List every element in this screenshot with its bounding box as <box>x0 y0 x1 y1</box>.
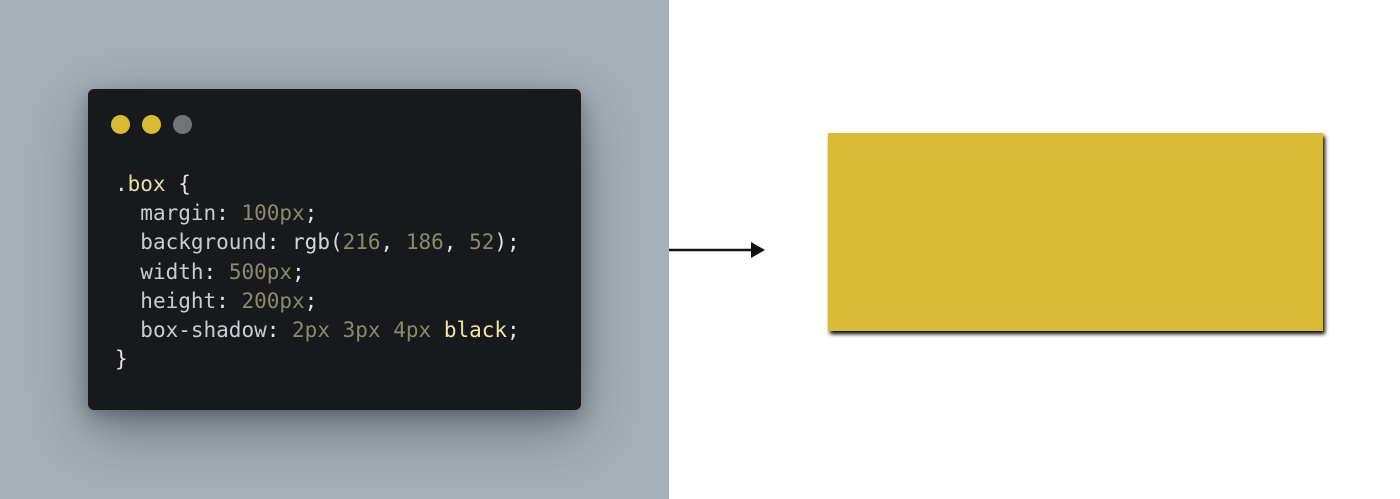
window-dot-yellow-1 <box>111 115 130 134</box>
code-value-width: 500px <box>228 259 293 284</box>
code-semicolon: ; <box>292 259 305 284</box>
code-prop-height: height <box>140 288 217 313</box>
code-fn-rgb: rgb( <box>292 230 343 255</box>
code-semicolon: ; <box>304 288 318 313</box>
window-dot-grey <box>173 115 192 134</box>
code-prop-box-shadow: box-shadow <box>140 318 267 343</box>
code-open-brace: { <box>178 172 191 196</box>
window-dot-yellow-2 <box>142 115 161 134</box>
code-colon: : <box>216 288 242 313</box>
code-shadow-blur: 4px <box>393 318 432 343</box>
code-value-margin: 100px <box>241 201 305 226</box>
code-colon: : <box>216 201 242 226</box>
code-prop-background: background <box>140 230 267 255</box>
code-prop-margin: margin <box>140 201 217 226</box>
code-semicolon: ; <box>507 318 520 343</box>
code-semicolon: ; <box>304 201 318 226</box>
code-rgb-b: 52 <box>469 230 495 255</box>
code-colon: : <box>266 318 293 343</box>
code-value-height: 200px <box>241 288 305 313</box>
right-arrow-icon <box>669 242 765 258</box>
code-rgb-g: 186 <box>405 230 444 255</box>
result-box-preview <box>828 133 1323 331</box>
code-shadow-x: 2px <box>292 318 330 343</box>
css-code-block: .box { margin: 100px; background: rgb(21… <box>115 172 520 372</box>
code-window <box>88 89 581 410</box>
code-colon: : <box>266 230 293 255</box>
code-colon: : <box>203 259 229 284</box>
code-close-brace: } <box>115 347 128 372</box>
code-rgb-r: 216 <box>342 230 381 255</box>
code-selector: .box <box>115 172 166 196</box>
code-shadow-y: 3px <box>342 318 381 343</box>
code-prop-width: width <box>140 259 204 284</box>
window-controls <box>111 115 192 134</box>
code-fn-close: ); <box>494 230 520 255</box>
code-shadow-color: black <box>443 318 508 343</box>
